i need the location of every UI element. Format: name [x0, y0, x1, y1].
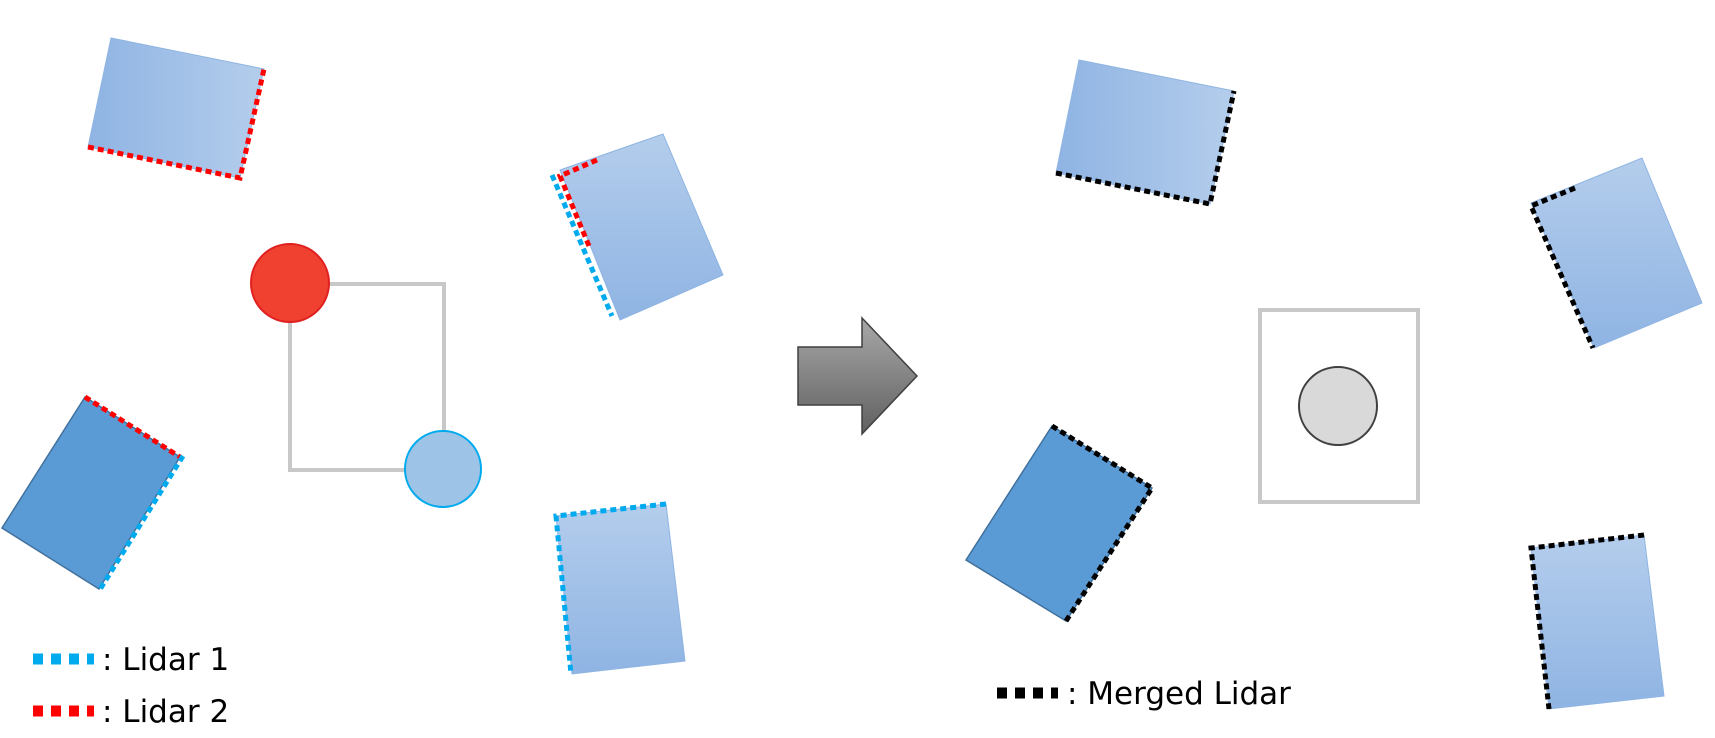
left-scene — [0, 37, 724, 675]
merged-scan-box-2 — [1527, 185, 1596, 350]
merged-lidar-sensor — [1298, 366, 1378, 446]
right-scene — [964, 59, 1703, 710]
legend-lidar1: : Lidar 1 — [33, 642, 229, 678]
right-arrow-icon — [797, 316, 919, 436]
legend-lidar2-label: : Lidar 2 — [102, 694, 229, 730]
merged-scan-box-1 — [1055, 90, 1237, 207]
merged-object-box-3 — [964, 424, 1154, 623]
legend-merged: : Merged Lidar — [997, 676, 1291, 712]
object-box-3 — [0, 395, 182, 591]
lidar1-scan-box-4 — [553, 501, 667, 675]
merged-sensor-frame — [1258, 308, 1420, 504]
legend-lidar1-label: : Lidar 1 — [102, 642, 229, 678]
lidar1-sensor — [404, 430, 482, 508]
merged-scan-box-3 — [1050, 423, 1156, 623]
lidar1-scan-box-3 — [96, 454, 186, 593]
lidar2-sensor — [250, 243, 330, 323]
merged-object-box-1 — [1055, 59, 1235, 205]
lidar2-scan-box-1 — [87, 68, 267, 181]
merged-scan-box-4 — [1528, 532, 1645, 710]
object-box-1 — [87, 37, 265, 179]
legend-lidar2: : Lidar 2 — [33, 694, 229, 730]
lidar2-scan-box-3 — [83, 394, 182, 460]
object-box-4 — [555, 503, 686, 675]
lidar2-scan-box-2 — [556, 157, 598, 247]
merged-object-box-2 — [1530, 157, 1703, 349]
object-box-2 — [559, 133, 724, 321]
lidar1-scan-box-2 — [549, 174, 615, 317]
legend-merged-label: : Merged Lidar — [1067, 676, 1291, 712]
merged-object-box-4 — [1530, 534, 1665, 710]
